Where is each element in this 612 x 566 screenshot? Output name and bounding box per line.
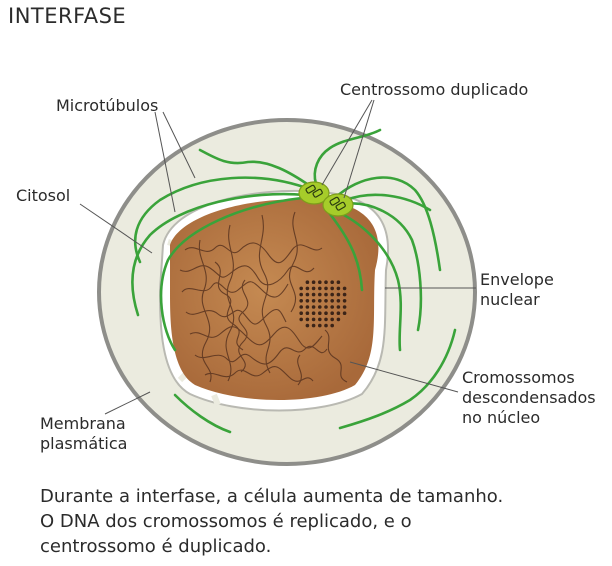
label-membrana-line1: Membrana: [40, 414, 126, 433]
nucleolus-dot: [330, 292, 335, 297]
nucleolus-dot: [311, 305, 316, 309]
nucleolus-dot: [324, 280, 328, 285]
nucleolus-dot: [330, 286, 335, 291]
nucleolus-dot: [336, 317, 341, 322]
nucleolus-dot: [342, 299, 347, 303]
nucleolus-dot: [299, 317, 304, 322]
label-citosol: Citosol: [16, 186, 71, 205]
nucleolus-dot: [324, 299, 328, 303]
nucleolus-dot: [342, 286, 347, 291]
nucleolus-dot: [336, 286, 341, 291]
nucleolus-dot: [318, 323, 322, 328]
nucleolus-dot: [305, 317, 310, 322]
nucleolus-dot: [330, 305, 335, 309]
centrosome: [298, 181, 354, 217]
nucleolus-dot: [342, 292, 347, 297]
nucleolus-dot: [299, 286, 304, 291]
caption-line3: centrossomo é duplicado.: [40, 536, 272, 557]
nucleolus-dot: [342, 311, 347, 316]
nucleolus-dot: [318, 317, 322, 322]
nucleolus-dot: [330, 317, 335, 322]
nucleolus-dot: [299, 305, 304, 309]
nucleolus-dot: [330, 311, 335, 316]
nucleolus-dot: [318, 292, 322, 297]
diagram-title: INTERFASE: [8, 4, 127, 28]
nucleolus-dot: [336, 280, 341, 285]
nucleolus-dot: [311, 299, 316, 303]
label-envelope-line1: Envelope: [480, 270, 554, 289]
nucleolus: [299, 280, 347, 328]
label-cromossomos-line3: no núcleo: [462, 408, 541, 427]
nucleolus-dot: [330, 323, 335, 328]
caption-line1: Durante a interfase, a célula aumenta de…: [40, 486, 504, 507]
nucleolus-dot: [318, 286, 322, 291]
nucleolus-dot: [311, 311, 316, 316]
label-cromossomos-line1: Cromossomos: [462, 368, 575, 387]
nucleolus-dot: [336, 299, 341, 303]
nucleolus-dot: [305, 305, 310, 309]
nucleolus-dot: [318, 311, 322, 316]
nucleolus-dot: [324, 286, 328, 291]
nucleolus-dot: [318, 305, 322, 309]
nucleolus-dot: [299, 311, 304, 316]
nucleolus-dot: [324, 305, 328, 309]
label-centrossomo: Centrossomo duplicado: [340, 80, 529, 99]
microtubules: [131, 128, 457, 434]
leader-lines: [79, 99, 476, 415]
label-microtubulos: Microtúbulos: [56, 96, 159, 115]
nucleolus-dot: [305, 286, 310, 291]
nucleolus-dot: [318, 280, 322, 285]
nucleolus-dot: [330, 299, 335, 303]
chromatin: [179, 211, 348, 386]
nucleolus-dot: [299, 292, 304, 297]
nucleolus-dot: [324, 317, 328, 322]
nucleolus-dot: [330, 280, 335, 285]
nucleolus-dot: [336, 292, 341, 297]
nucleolus-dot: [318, 299, 322, 303]
nucleolus-dot: [311, 280, 316, 285]
nucleolus-dot: [324, 311, 328, 316]
nucleolus-dot: [324, 323, 328, 328]
nucleolus-dot: [305, 299, 310, 303]
nucleolus-dot: [305, 280, 310, 285]
nucleolus-dot: [342, 305, 347, 309]
label-membrana-line2: plasmática: [40, 434, 128, 453]
nucleolus-dot: [299, 299, 304, 303]
caption: Durante a interfase, a célula aumenta de…: [40, 484, 503, 559]
nucleolus-dot: [336, 305, 341, 309]
nucleolus-dot: [311, 317, 316, 322]
nucleolus-dot: [305, 292, 310, 297]
caption-line2: O DNA dos cromossomos é replicado, e o: [40, 511, 412, 532]
nucleolus-dot: [336, 311, 341, 316]
nucleolus-dot: [311, 292, 316, 297]
nucleolus-dot: [311, 323, 316, 328]
nucleolus-dot: [324, 292, 328, 297]
label-cromossomos-line2: descondensados: [462, 388, 596, 407]
label-envelope-line2: nuclear: [480, 290, 540, 309]
nucleolus-dot: [305, 311, 310, 316]
nucleolus-dot: [311, 286, 316, 291]
nucleolus-dot: [305, 323, 310, 328]
